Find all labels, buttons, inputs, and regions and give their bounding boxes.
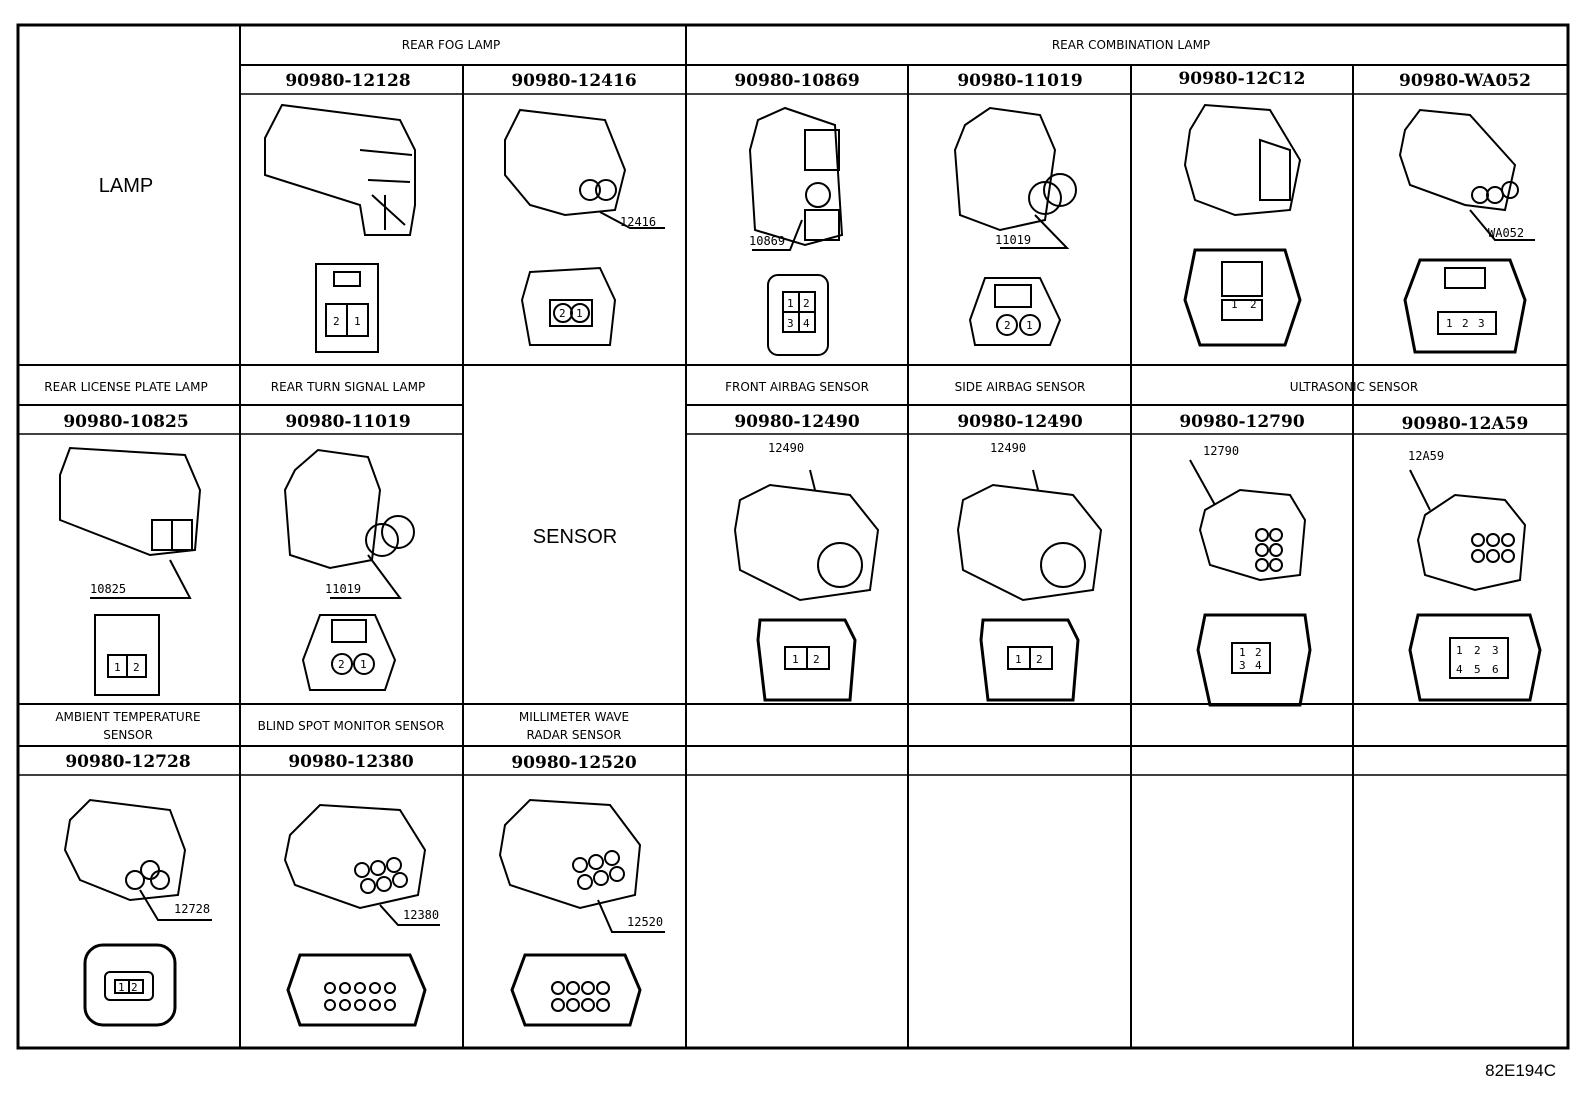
pin-number: 1	[1446, 317, 1453, 330]
callout-label: 11019	[995, 233, 1031, 247]
part-number: 90980-12380	[288, 752, 414, 772]
callout-label: 12A59	[1408, 449, 1444, 463]
part-number: 90980-12A59	[1402, 414, 1529, 434]
connector-12c12-icon	[1183, 103, 1302, 347]
part-number: 90980-12C12	[1178, 69, 1305, 89]
pin-number: 2	[1036, 653, 1043, 666]
ambient-temperature-header-line2: SENSOR	[103, 728, 153, 742]
part-number: 90980-10869	[734, 71, 859, 91]
part-number: 90980-12416	[511, 71, 636, 91]
ambient-temperature-header-line1: AMBIENT TEMPERATURE	[55, 710, 200, 724]
lamp-label: LAMP	[99, 175, 153, 197]
blind-spot-monitor-header: BLIND SPOT MONITOR SENSOR	[258, 719, 445, 733]
pin-number: 2	[1255, 646, 1262, 659]
pin-number: 2	[1250, 298, 1257, 311]
callout-label: 10825	[90, 582, 126, 596]
part-number: 90980-12490	[734, 412, 860, 432]
part-number: 90980-12728	[65, 752, 190, 772]
pin-number: 2	[1462, 317, 1469, 330]
pin-number: 1	[1456, 644, 1463, 657]
callout-label: 12490	[990, 441, 1026, 455]
pin-number: 1	[1239, 646, 1246, 659]
connector-12790-icon	[1189, 459, 1312, 707]
pin-number: 3	[787, 317, 794, 330]
pin-number: 3	[1239, 659, 1246, 672]
pin-number: 1	[787, 297, 794, 310]
connector-12380-icon	[283, 803, 440, 1027]
connector-12520-icon	[498, 798, 665, 1027]
pin-number: 3	[1478, 317, 1485, 330]
callout-label: 10869	[749, 234, 785, 248]
pin-number: 3	[1492, 644, 1499, 657]
pin-number: 1	[1015, 653, 1022, 666]
pin-number: 2	[333, 315, 340, 328]
sensor-label: SENSOR	[533, 526, 617, 548]
pin-number: 2	[131, 981, 138, 994]
part-number: 90980-12790	[1179, 412, 1305, 432]
pin-number: 2	[803, 297, 810, 310]
pin-number: 4	[803, 317, 810, 330]
pin-number: 2	[1474, 644, 1481, 657]
ultrasonic-sensor-header: ULTRASONIC SENSOR	[1290, 380, 1419, 394]
rear-combination-lamp-header: REAR COMBINATION LAMP	[1052, 38, 1210, 52]
pin-number: 1	[792, 653, 799, 666]
connector-wa052-icon	[1398, 108, 1535, 354]
callout-label: 11019	[325, 582, 361, 596]
callout-label: 12790	[1203, 444, 1239, 458]
part-number: 90980-12520	[511, 753, 637, 773]
connector-12490-icon	[956, 469, 1103, 702]
pin-number: 1	[354, 315, 361, 328]
pin-number: 4	[1456, 663, 1463, 676]
connector-12728-icon	[63, 798, 212, 1027]
part-number: 90980-12490	[957, 412, 1083, 432]
rear-fog-lamp-header: REAR FOG LAMP	[402, 38, 501, 52]
pin-number: 5	[1474, 663, 1481, 676]
pin-number: 2	[133, 661, 140, 674]
connector-12128-icon	[264, 103, 416, 353]
callout-label: 12416	[620, 215, 656, 229]
figure-reference: 82E194C	[1485, 1061, 1556, 1080]
front-airbag-sensor-header: FRONT AIRBAG SENSOR	[725, 380, 869, 394]
pin-number: 6	[1492, 663, 1499, 676]
rear-turn-signal-lamp-header: REAR TURN SIGNAL LAMP	[271, 380, 425, 394]
millimeter-wave-header-line2: RADAR SENSOR	[526, 728, 621, 742]
connector-10825-icon	[59, 446, 202, 696]
callout-label: WA052	[1488, 226, 1524, 240]
connector-10869-icon	[748, 106, 844, 356]
rear-license-plate-lamp-header: REAR LICENSE PLATE LAMP	[44, 380, 207, 394]
side-airbag-sensor-header: SIDE AIRBAG SENSOR	[955, 380, 1086, 394]
pin-number: 1	[576, 307, 583, 320]
pin-number: 2	[813, 653, 820, 666]
callout-label: 12490	[768, 441, 804, 455]
part-number: 90980-WA052	[1399, 71, 1531, 91]
pin-number: 1	[118, 981, 125, 994]
pin-number: 1	[1026, 319, 1033, 332]
part-number: 90980-10825	[63, 412, 188, 432]
connector-12416-icon	[504, 108, 665, 346]
part-number: 90980-11019	[285, 412, 410, 432]
callout-label: 12380	[403, 908, 439, 922]
pin-number: 1	[360, 658, 367, 671]
callout-label: 12520	[627, 915, 663, 929]
part-number: 90980-11019	[957, 71, 1082, 91]
connector-12490-icon	[733, 469, 880, 702]
connector-12a59-icon	[1408, 469, 1542, 702]
pin-number: 1	[1231, 298, 1238, 311]
callout-label: 12728	[174, 902, 210, 916]
connector-drawings	[59, 103, 1542, 1027]
connector-11019-icon	[953, 106, 1077, 346]
pin-number: 2	[559, 307, 566, 320]
pin-number: 4	[1255, 659, 1262, 672]
millimeter-wave-header-line1: MILLIMETER WAVE	[519, 710, 629, 724]
pin-number: 2	[338, 658, 345, 671]
part-number: 90980-12128	[285, 71, 410, 91]
connector-11019-icon	[283, 448, 415, 691]
pin-number: 2	[1004, 319, 1011, 332]
pin-number: 1	[114, 661, 121, 674]
